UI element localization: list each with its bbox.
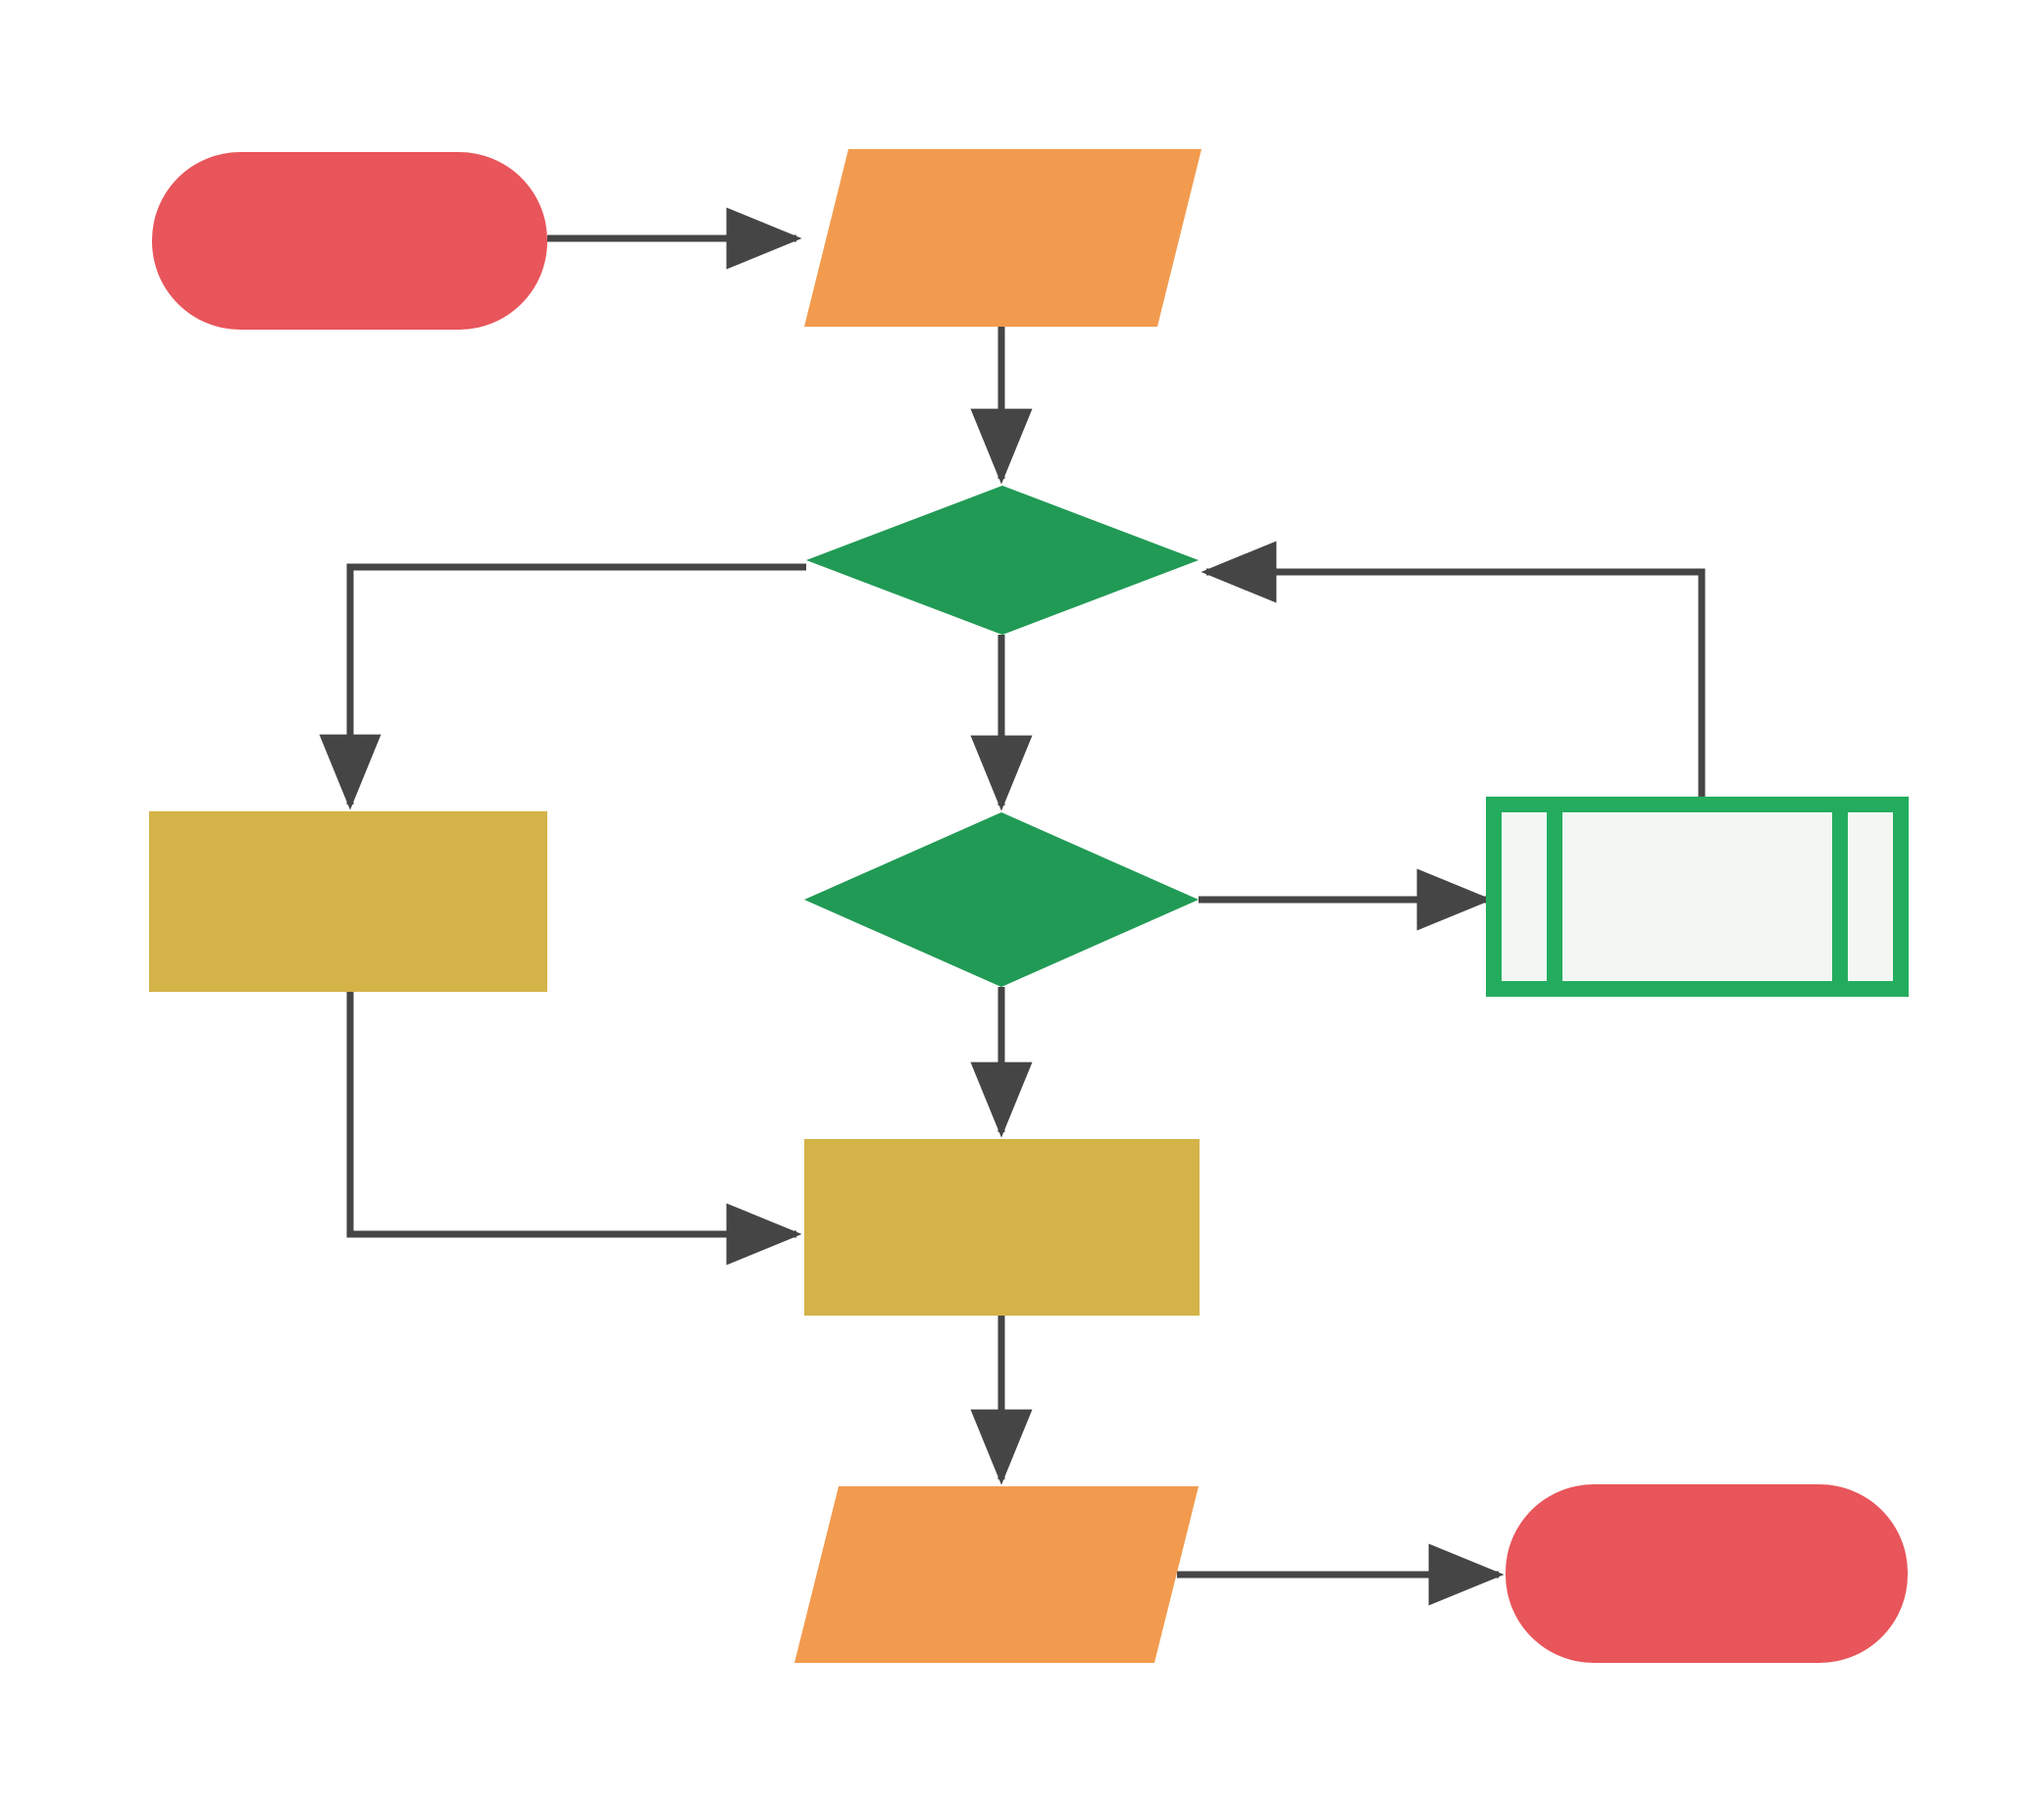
node-layer [149,149,1909,1663]
process-main-shape[interactable] [804,1139,1200,1316]
node-subroutine[interactable] [1486,797,1909,997]
node-process-main[interactable] [804,1139,1200,1316]
node-start-terminator[interactable] [152,152,547,330]
node-output-io[interactable] [794,1486,1199,1663]
decision-1-shape[interactable] [806,486,1199,635]
end-terminator-shape[interactable] [1506,1484,1908,1663]
node-decision-1[interactable] [806,486,1199,635]
start-terminator-shape[interactable] [152,152,547,330]
node-input-io[interactable] [804,149,1201,327]
edge-layer [319,207,1706,1606]
process-left-shape[interactable] [149,811,547,992]
decision-2-shape[interactable] [804,812,1199,987]
node-process-left[interactable] [149,811,547,992]
node-decision-2[interactable] [804,812,1199,987]
node-end-terminator[interactable] [1506,1484,1908,1663]
output-io-shape[interactable] [794,1486,1199,1663]
edge-decision1-to-process-left [319,563,806,810]
edge-subroutine-to-decision1 [1201,541,1706,804]
input-io-shape[interactable] [804,149,1201,327]
edge-process-left-to-process-main [346,992,802,1266]
